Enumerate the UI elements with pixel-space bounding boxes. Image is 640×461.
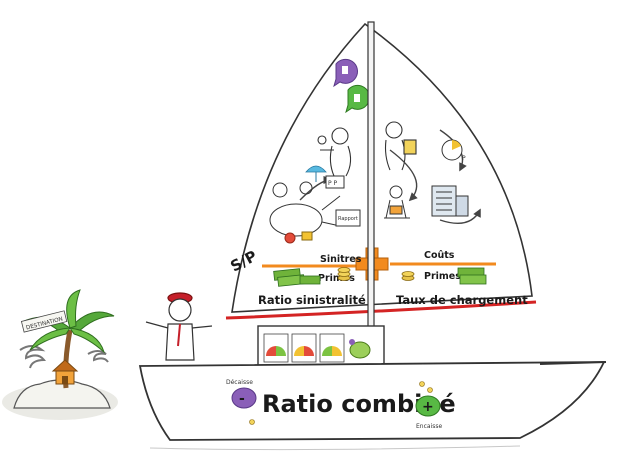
inflow-tag: Encaisse <box>416 423 442 430</box>
sail: S/P Sinitres Primes Ratio sinistralité C… <box>225 22 537 320</box>
gauge-icon <box>291 333 317 363</box>
chart-sketch-label: P <box>462 155 466 162</box>
loading-rate-title: Taux de chargement <box>396 293 528 307</box>
cash-stack-icon <box>457 267 487 285</box>
mast <box>367 21 375 335</box>
screen-icon: P P <box>325 175 345 189</box>
cash-stack-icon <box>273 268 321 287</box>
agent-figure-right <box>384 121 417 171</box>
costs-label: Coûts <box>424 250 455 261</box>
person-at-desk <box>384 185 410 219</box>
coin-icon <box>337 267 351 281</box>
piggy-bank-icon: - <box>231 387 257 409</box>
report-doc: Rapport <box>335 209 361 227</box>
plus-symbol: + <box>422 399 434 415</box>
piggy-bank-icon <box>349 339 371 359</box>
report-doc-label: Rapport <box>338 216 358 222</box>
chart-sketch: P <box>441 139 466 162</box>
umbrella-icon <box>305 165 327 182</box>
captain-figure <box>145 292 213 361</box>
loss-ratio-title: Ratio sinistralité <box>258 293 366 307</box>
bowsprit <box>539 361 607 365</box>
process-arrow <box>439 208 481 224</box>
claims-label: Sinitres <box>320 254 362 265</box>
hull: Ratio combiné - Décaisse + Encaisse <box>138 361 607 441</box>
agent-figure-left <box>317 127 352 177</box>
claims-cluster <box>269 181 341 244</box>
piggy-bank-icon: + <box>415 395 441 417</box>
coin-icon <box>249 381 433 425</box>
screen-label: P P <box>328 180 338 187</box>
premiums-label-right: Primes <box>424 271 461 282</box>
outflow-tag: Décaisse <box>226 379 253 386</box>
process-arrow <box>389 149 418 202</box>
premiums-label-left: Primes <box>318 273 355 284</box>
hut-icon <box>51 359 79 385</box>
water-line <box>149 445 521 451</box>
coin-icon <box>401 271 415 281</box>
thumbs-down-icon <box>333 58 358 88</box>
gauge-icon <box>263 333 289 363</box>
office-building-icon <box>431 185 469 217</box>
island: DESTINATION <box>2 289 118 420</box>
gauge-icon <box>319 333 345 363</box>
minus-symbol: - <box>239 391 245 407</box>
